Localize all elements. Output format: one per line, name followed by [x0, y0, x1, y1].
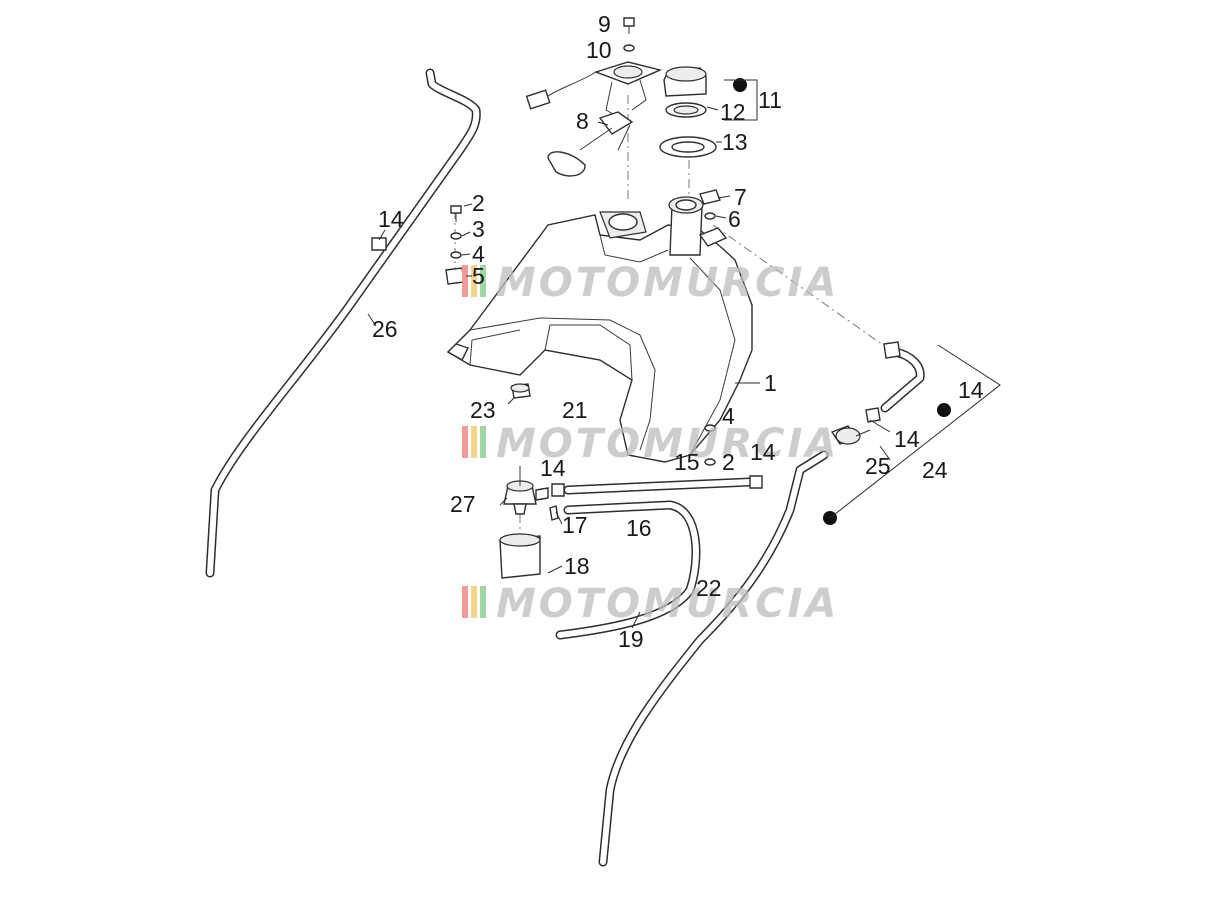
assembly-dot-marker [937, 403, 951, 417]
callout-21: 21 [562, 397, 588, 423]
callout-15: 15 [674, 449, 700, 475]
fuel-tap-assembly [499, 383, 763, 640]
callout-6: 6 [728, 206, 741, 232]
vent-hose-26 [205, 68, 481, 578]
callout-27: 27 [450, 491, 476, 517]
callout-3: 3 [472, 216, 485, 242]
callout-2: 2 [472, 190, 485, 216]
callout-9: 9 [598, 11, 611, 37]
callout-17: 17 [562, 512, 588, 538]
callout-1: 1 [764, 370, 777, 396]
vent-hose-24 [598, 344, 1001, 867]
watermark-text: MOTOMURCIA [496, 421, 839, 467]
elbow-hose [865, 341, 951, 423]
callout-14: 14 [958, 377, 984, 403]
callout-25: 25 [865, 453, 891, 479]
callout-22: 22 [696, 575, 722, 601]
callout-13: 13 [722, 129, 748, 155]
callout-24: 24 [922, 457, 948, 483]
callout-12: 12 [720, 99, 746, 125]
fuel-level-sender [525, 61, 663, 177]
callout-2: 2 [722, 449, 735, 475]
callout-14: 14 [750, 439, 776, 465]
leader-lines [367, 106, 891, 629]
callout-4: 4 [722, 403, 735, 429]
callout-16: 16 [626, 515, 652, 541]
callout-14: 14 [894, 426, 920, 452]
watermark-text: MOTOMURCIA [496, 581, 839, 627]
callout-26: 26 [372, 316, 398, 342]
callout-5: 5 [472, 263, 485, 289]
callout-numbers: 1 2 2 3 4 4 5 6 7 8 9 10 11 12 13 14 14 … [372, 11, 984, 652]
fuel-cap-assembly [659, 66, 758, 158]
fasteners [445, 17, 721, 466]
callout-7: 7 [734, 184, 747, 210]
callout-19: 19 [618, 626, 644, 652]
callout-14: 14 [540, 455, 566, 481]
callout-14: 14 [378, 206, 404, 232]
assembly-dot-marker [733, 78, 747, 92]
callout-4: 4 [472, 241, 485, 267]
callout-10: 10 [586, 37, 612, 63]
callout-18: 18 [564, 553, 590, 579]
callout-11: 11 [758, 87, 782, 113]
watermark-text: MOTOMURCIA [496, 260, 839, 306]
callout-8: 8 [576, 108, 589, 134]
fuel-tank [446, 196, 753, 463]
callout-23: 23 [470, 397, 496, 423]
watermark: MOTOMURCIA MOTOMURCIA MOTOMURCIA [462, 260, 839, 627]
